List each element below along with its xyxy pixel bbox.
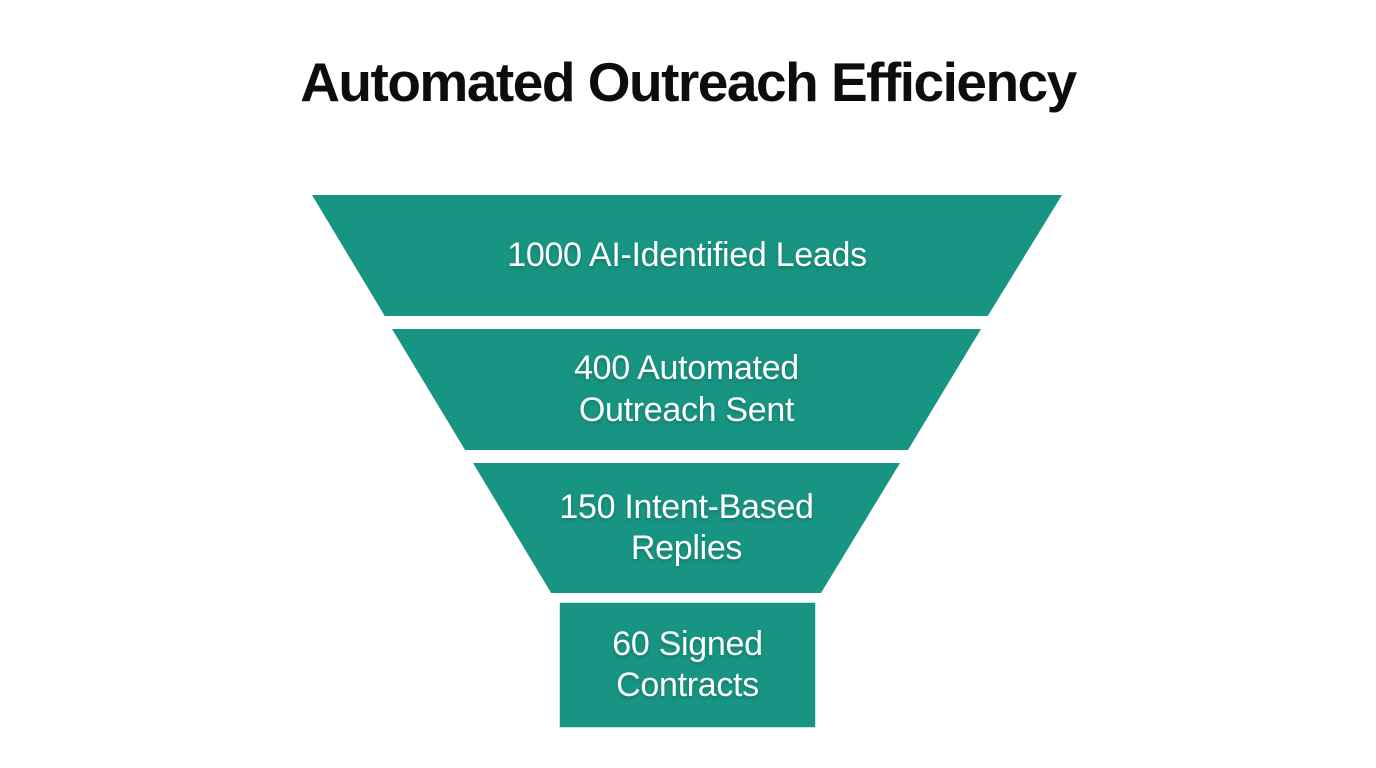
funnel-stage-automated-outreach-sent: 400 Automated Outreach Sent	[392, 329, 981, 450]
chart-title: Automated Outreach Efficiency	[300, 51, 1077, 113]
funnel-stage-signed-contracts: 60 Signed Contracts	[560, 603, 815, 727]
funnel-stage-intent-based-replies: 150 Intent-Based Replies	[473, 463, 900, 593]
funnel-stage-ai-identified-leads: 1000 AI-Identified Leads	[312, 195, 1062, 316]
funnel-stage-label: 150 Intent-Based Replies	[559, 487, 814, 567]
funnel-stage-label: 60 Signed Contracts	[612, 624, 763, 704]
funnel-stage-label: 1000 AI-Identified Leads	[507, 235, 867, 274]
funnel-stage-label: 400 Automated Outreach Sent	[574, 349, 799, 429]
